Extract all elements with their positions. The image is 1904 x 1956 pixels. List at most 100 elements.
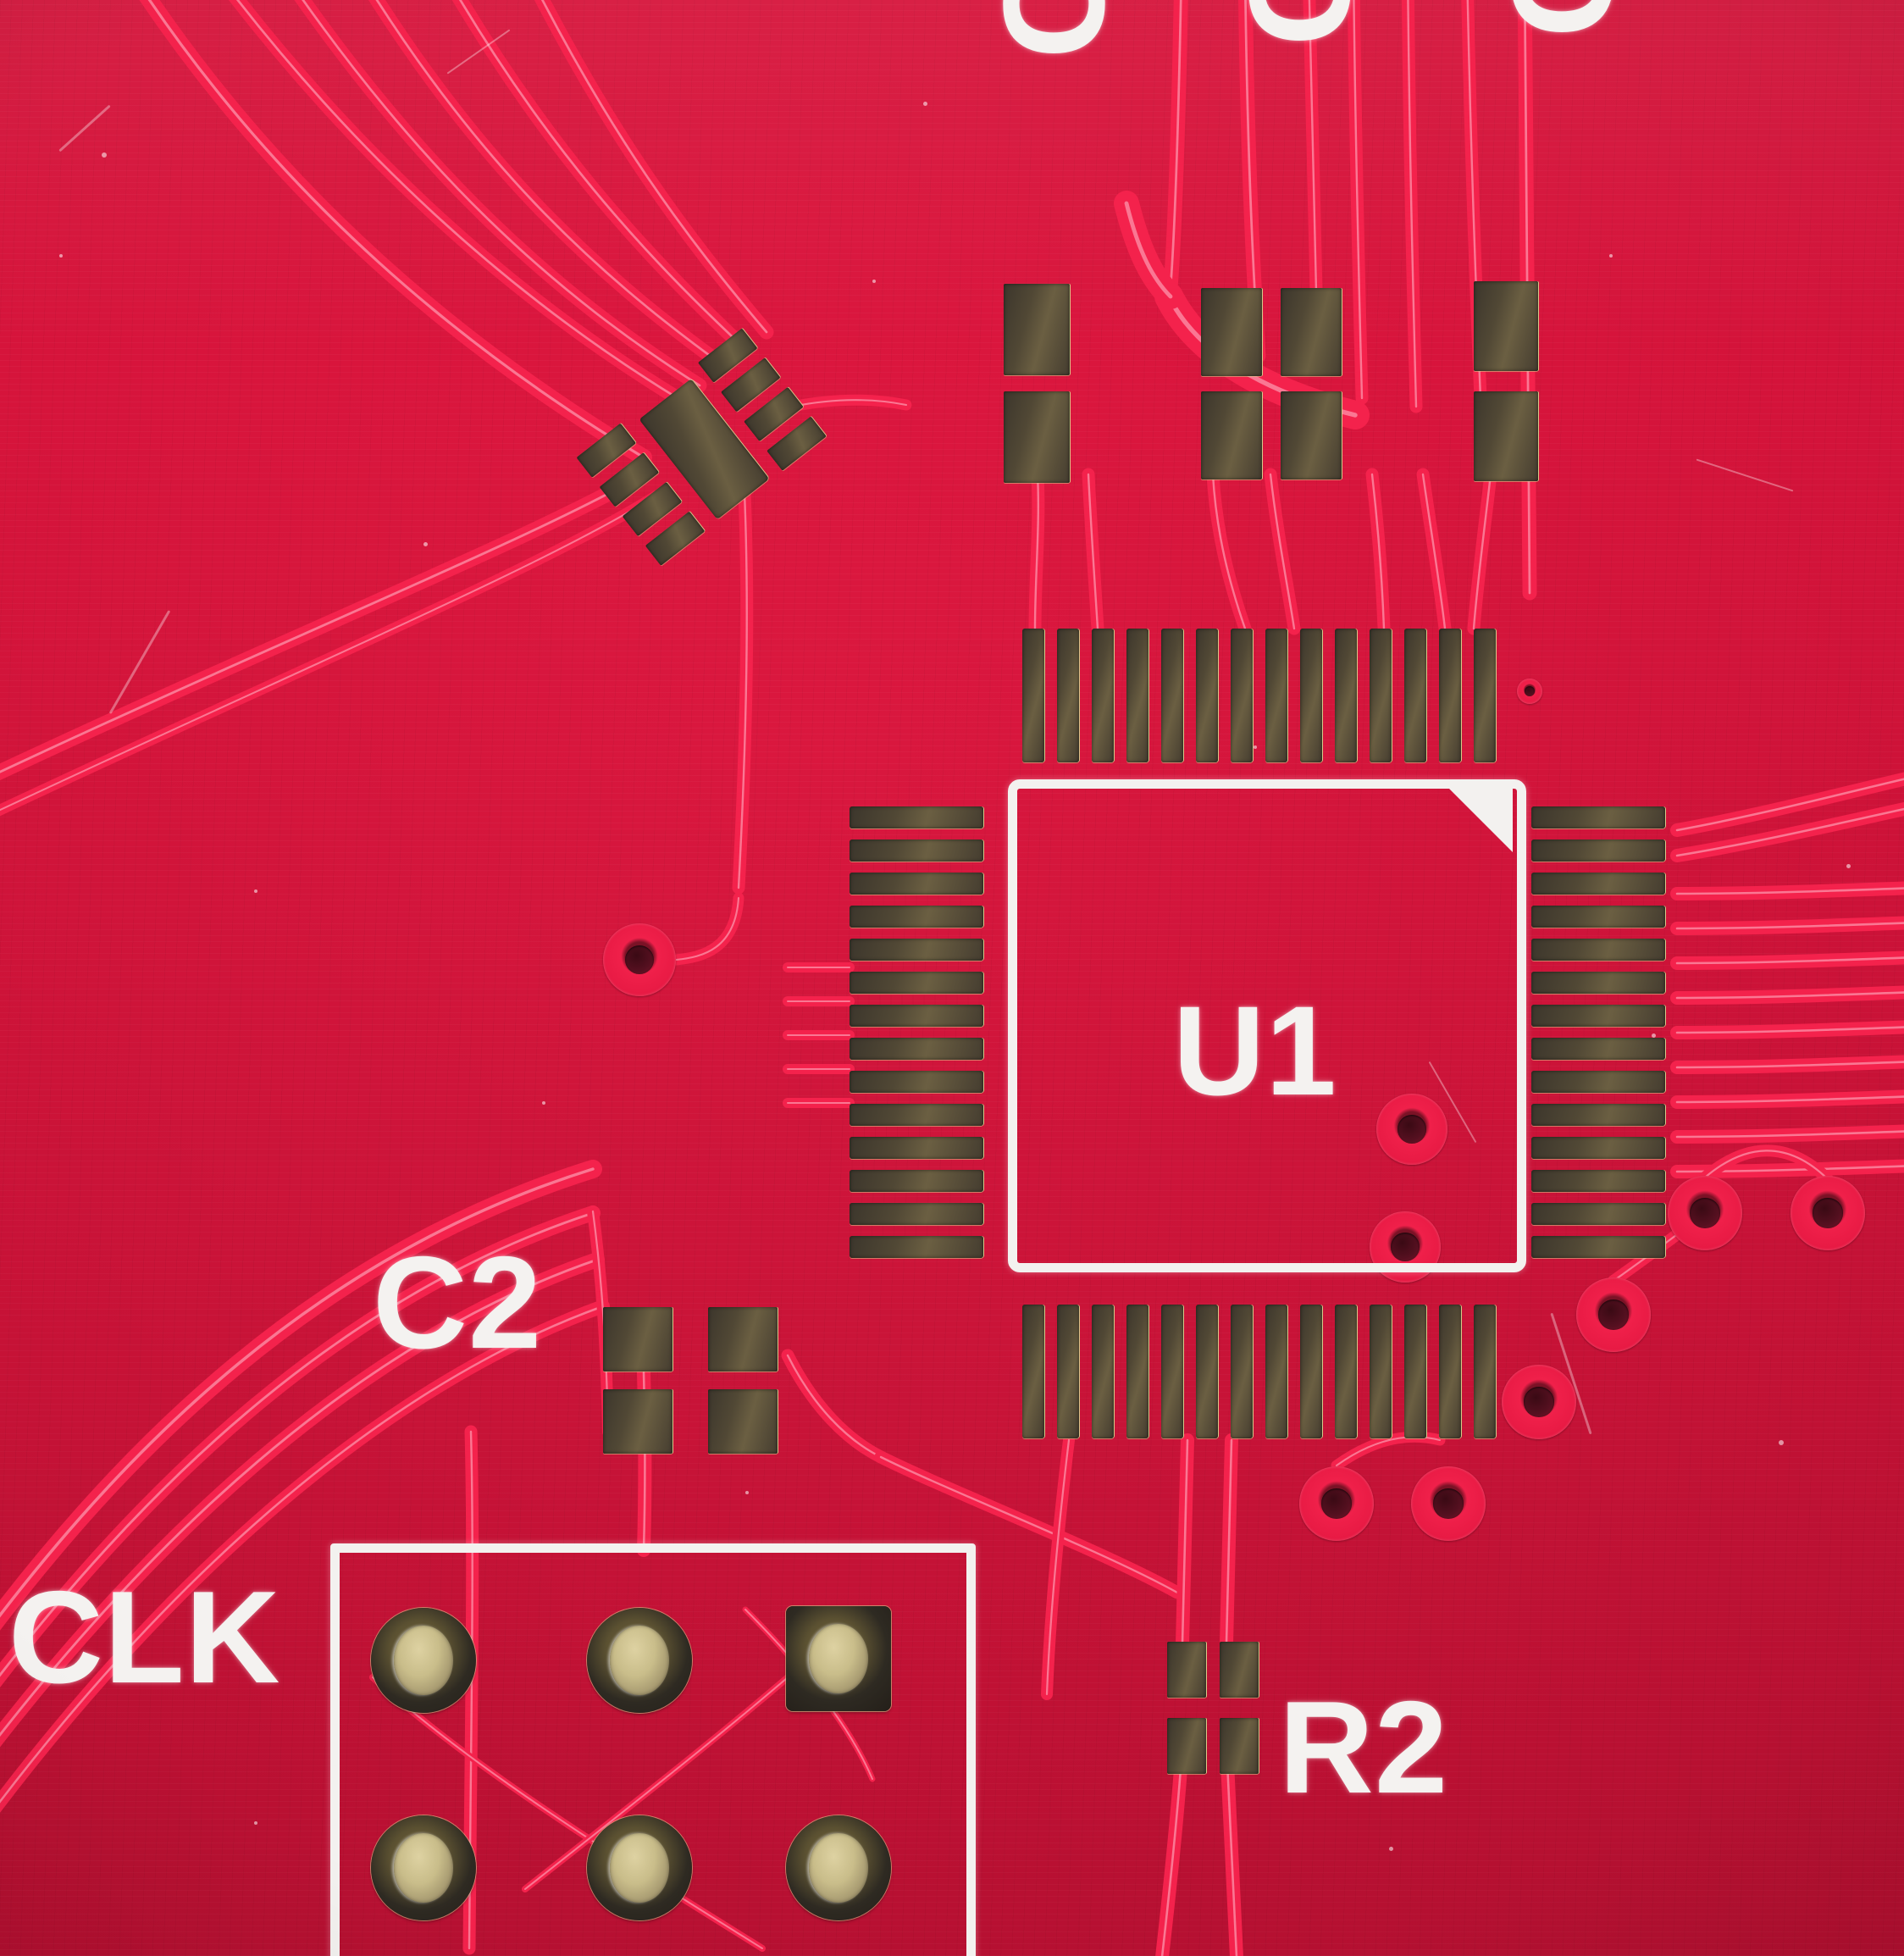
c1-pad-3 xyxy=(1201,391,1262,479)
u1-pad-top-1 xyxy=(1022,629,1044,762)
u1-pad-left-7 xyxy=(850,1005,983,1027)
u1-pad-left-1 xyxy=(850,806,983,828)
c3-pad-1 xyxy=(1004,284,1070,375)
clk-header-outline xyxy=(330,1543,976,1956)
c2-pad-2 xyxy=(708,1307,778,1371)
u1-pad-bottom-9 xyxy=(1300,1305,1322,1438)
r2-pad-4 xyxy=(1220,1718,1259,1774)
u1-pad-bottom-13 xyxy=(1439,1305,1461,1438)
c1-pad-1 xyxy=(1201,288,1262,376)
via-right-2-hole xyxy=(1813,1198,1843,1228)
surface-speck-1 xyxy=(59,254,63,258)
clk-pin-2 xyxy=(587,1608,692,1713)
c2-pad-4 xyxy=(708,1389,778,1454)
via-bottom-2-hole xyxy=(1433,1488,1464,1519)
u1-pad-top-13 xyxy=(1439,629,1461,762)
u1-pad-top-6 xyxy=(1196,629,1218,762)
u1-pad-bottom-11 xyxy=(1370,1305,1392,1438)
c3-pad-2 xyxy=(1004,391,1070,483)
silkscreen-designator-r2: R2 xyxy=(1279,1674,1449,1820)
u1-pad-bottom-8 xyxy=(1265,1305,1287,1438)
u1-pad-left-4 xyxy=(850,906,983,928)
u1-pad-bottom-5 xyxy=(1161,1305,1183,1438)
silkscreen-designator-c1: C1 xyxy=(1220,0,1381,47)
u1-pad-left-11 xyxy=(850,1137,983,1159)
u1-pad-right-13 xyxy=(1531,1203,1665,1225)
clk-pin-6-drill xyxy=(809,1833,868,1903)
u1-pad-left-12 xyxy=(850,1170,983,1192)
clk-pin-4-drill xyxy=(394,1833,453,1903)
surface-speck-9 xyxy=(1254,745,1257,749)
via-left-testpoint xyxy=(603,923,676,996)
silkscreen-designator-c3: C3 xyxy=(974,0,1135,59)
u1-pad-top-2 xyxy=(1057,629,1079,762)
surface-speck-7 xyxy=(542,1101,545,1105)
u1-pad-left-8 xyxy=(850,1038,983,1060)
via-right-2 xyxy=(1791,1176,1865,1250)
surface-speck-0 xyxy=(102,152,107,158)
u1-pad-top-9 xyxy=(1300,629,1322,762)
via-bottom-2 xyxy=(1411,1466,1486,1541)
u1-pad-top-12 xyxy=(1404,629,1426,762)
u1-pad-right-7 xyxy=(1531,1005,1665,1027)
silkscreen-designator-c4: C4 xyxy=(1482,0,1643,38)
u1-pad-bottom-7 xyxy=(1231,1305,1253,1438)
u1-pad-left-9 xyxy=(850,1071,983,1093)
u1-pad-top-10 xyxy=(1335,629,1357,762)
u1-pad-left-2 xyxy=(850,839,983,862)
u1-pad-left-13 xyxy=(850,1203,983,1225)
clk-pin-3-drill xyxy=(809,1624,868,1693)
surface-speck-2 xyxy=(423,542,428,546)
r2-pad-3 xyxy=(1167,1718,1206,1774)
u1-pad-top-3 xyxy=(1092,629,1114,762)
u1-pad-top-11 xyxy=(1370,629,1392,762)
u1-pad-right-2 xyxy=(1531,839,1665,862)
via-top-right-hole xyxy=(1525,686,1535,696)
surface-speck-8 xyxy=(872,280,876,283)
via-u1-inner-1 xyxy=(1376,1094,1447,1165)
surface-speck-6 xyxy=(1779,1440,1784,1445)
surface-speck-11 xyxy=(745,1491,749,1494)
u1-pad-right-8 xyxy=(1531,1038,1665,1060)
c1-pad-4 xyxy=(1281,391,1342,479)
clk-pin-4 xyxy=(371,1815,476,1920)
u1-pad-bottom-1 xyxy=(1022,1305,1044,1438)
c2-pad-1 xyxy=(603,1307,672,1371)
u1-pad-bottom-2 xyxy=(1057,1305,1079,1438)
c4-pad-2 xyxy=(1474,391,1538,481)
u1-pad-bottom-6 xyxy=(1196,1305,1218,1438)
u1-pad-right-9 xyxy=(1531,1071,1665,1093)
u1-pad-top-7 xyxy=(1231,629,1253,762)
u1-pad-top-5 xyxy=(1161,629,1183,762)
via-right-1 xyxy=(1668,1176,1742,1250)
u1-pad-bottom-4 xyxy=(1126,1305,1148,1438)
u1-pad-bottom-10 xyxy=(1335,1305,1357,1438)
surface-speck-14 xyxy=(1609,254,1613,258)
u1-pad-top-8 xyxy=(1265,629,1287,762)
u1-pad-left-5 xyxy=(850,939,983,961)
u1-pad-bottom-3 xyxy=(1092,1305,1114,1438)
c4-pad-1 xyxy=(1474,281,1538,371)
clk-pin-2-drill xyxy=(610,1626,669,1695)
c2-pad-3 xyxy=(603,1389,672,1454)
u1-pad-top-14 xyxy=(1474,629,1496,762)
surface-speck-3 xyxy=(923,102,927,106)
surface-speck-13 xyxy=(254,1821,257,1825)
silkscreen-designator-clk: CLK xyxy=(8,1564,281,1710)
u1-pad-right-4 xyxy=(1531,906,1665,928)
silkscreen-designator-c2: C2 xyxy=(373,1229,543,1376)
clk-pin-1 xyxy=(371,1608,476,1713)
via-right-4-hole xyxy=(1524,1387,1554,1417)
clk-pin-5 xyxy=(587,1815,692,1920)
clk-pin-3-pin1-square xyxy=(786,1606,891,1711)
surface-speck-4 xyxy=(254,889,257,893)
surface-speck-5 xyxy=(1652,1033,1656,1038)
u1-pad-right-3 xyxy=(1531,873,1665,895)
r2-pad-2 xyxy=(1220,1642,1259,1698)
u1-pad-right-5 xyxy=(1531,939,1665,961)
r2-pad-1 xyxy=(1167,1642,1206,1698)
surface-speck-10 xyxy=(1846,864,1851,868)
via-bottom-1 xyxy=(1299,1466,1374,1541)
clk-pin-1-drill xyxy=(394,1626,453,1695)
